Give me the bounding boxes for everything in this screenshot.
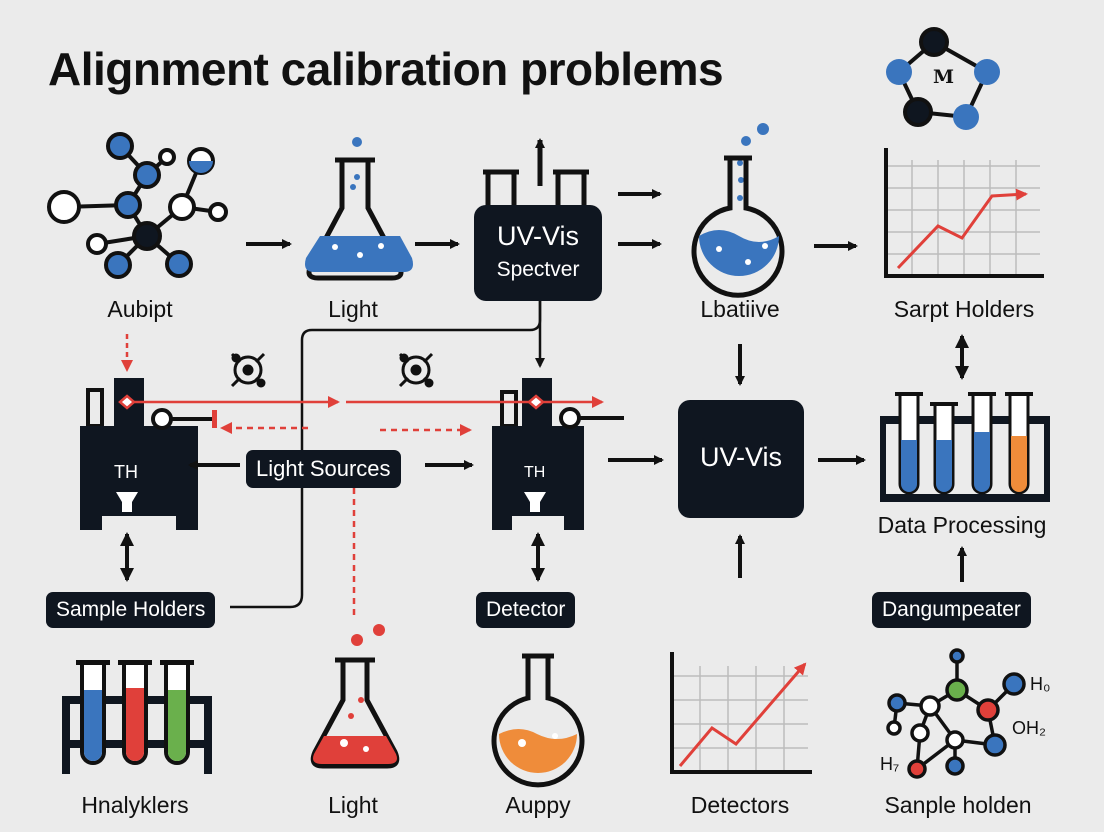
flow-arrows-middle — [120, 455, 967, 582]
instrument-left-label: TH — [114, 462, 138, 482]
instrument-right-icon — [492, 378, 624, 530]
label-data-processing: Data Processing — [877, 512, 1047, 538]
atom-icon — [230, 352, 266, 388]
sample-holders-pill[interactable]: Sample Holders — [46, 592, 216, 628]
instrument-left-icon — [80, 334, 217, 530]
graph-icon — [670, 652, 812, 774]
flask-icon — [305, 137, 413, 281]
molecule-icon — [886, 648, 1026, 779]
test-tube-rack-icon — [880, 392, 1050, 502]
molecule-label-oh2: OH₂ — [1012, 718, 1046, 738]
label-auppy: Auppy — [505, 792, 571, 818]
graph-icon — [884, 148, 1044, 278]
label-hnalyklers: Hnalyklers — [81, 792, 189, 818]
molecule-label-h0: H₀ — [1030, 674, 1051, 694]
uv-vis-spectrometer-title: UV-Vis — [496, 221, 580, 251]
uv-vis-spectrometer-subtitle: Spectver — [496, 258, 580, 281]
page-title: Alignment calibration problems — [48, 43, 724, 95]
label-light-bottom: Light — [328, 792, 378, 818]
light-beam-lines — [118, 394, 604, 618]
connector-lines — [230, 300, 545, 609]
dangumpeater-pill[interactable]: Dangumpeater — [872, 592, 1031, 628]
logo-molecule-icon — [886, 27, 1000, 130]
label-sanple-holden: Sanple holden — [884, 792, 1032, 818]
test-tube-rack-icon — [62, 660, 212, 774]
label-aubipt: Aubipt — [107, 296, 173, 322]
label-detectors: Detectors — [690, 792, 790, 818]
flow-arrows-top — [246, 189, 858, 251]
uv-vis-spectrometer-box[interactable]: UV-Vis Spectver — [474, 205, 602, 301]
label-light-top: Light — [328, 296, 378, 322]
uv-vis-title: UV-Vis — [699, 442, 783, 472]
logo-letter: M — [933, 66, 955, 88]
molecule-label-h7: H₇ — [880, 754, 900, 774]
label-lbatiive: Lbatiive — [700, 296, 780, 322]
light-sources-pill[interactable]: Light Sources — [246, 450, 401, 488]
atom-icon — [398, 352, 434, 388]
instrument-right-label: TH — [524, 464, 546, 481]
molecule-icon — [47, 132, 228, 279]
round-flask-icon — [691, 123, 785, 298]
flask-icon — [310, 624, 400, 769]
detector-pill[interactable]: Detector — [476, 592, 576, 628]
uv-vis-box[interactable]: UV-Vis — [678, 400, 804, 518]
round-flask-icon — [491, 653, 585, 788]
label-sarpt-holders: Sarpt Holders — [893, 296, 1035, 322]
